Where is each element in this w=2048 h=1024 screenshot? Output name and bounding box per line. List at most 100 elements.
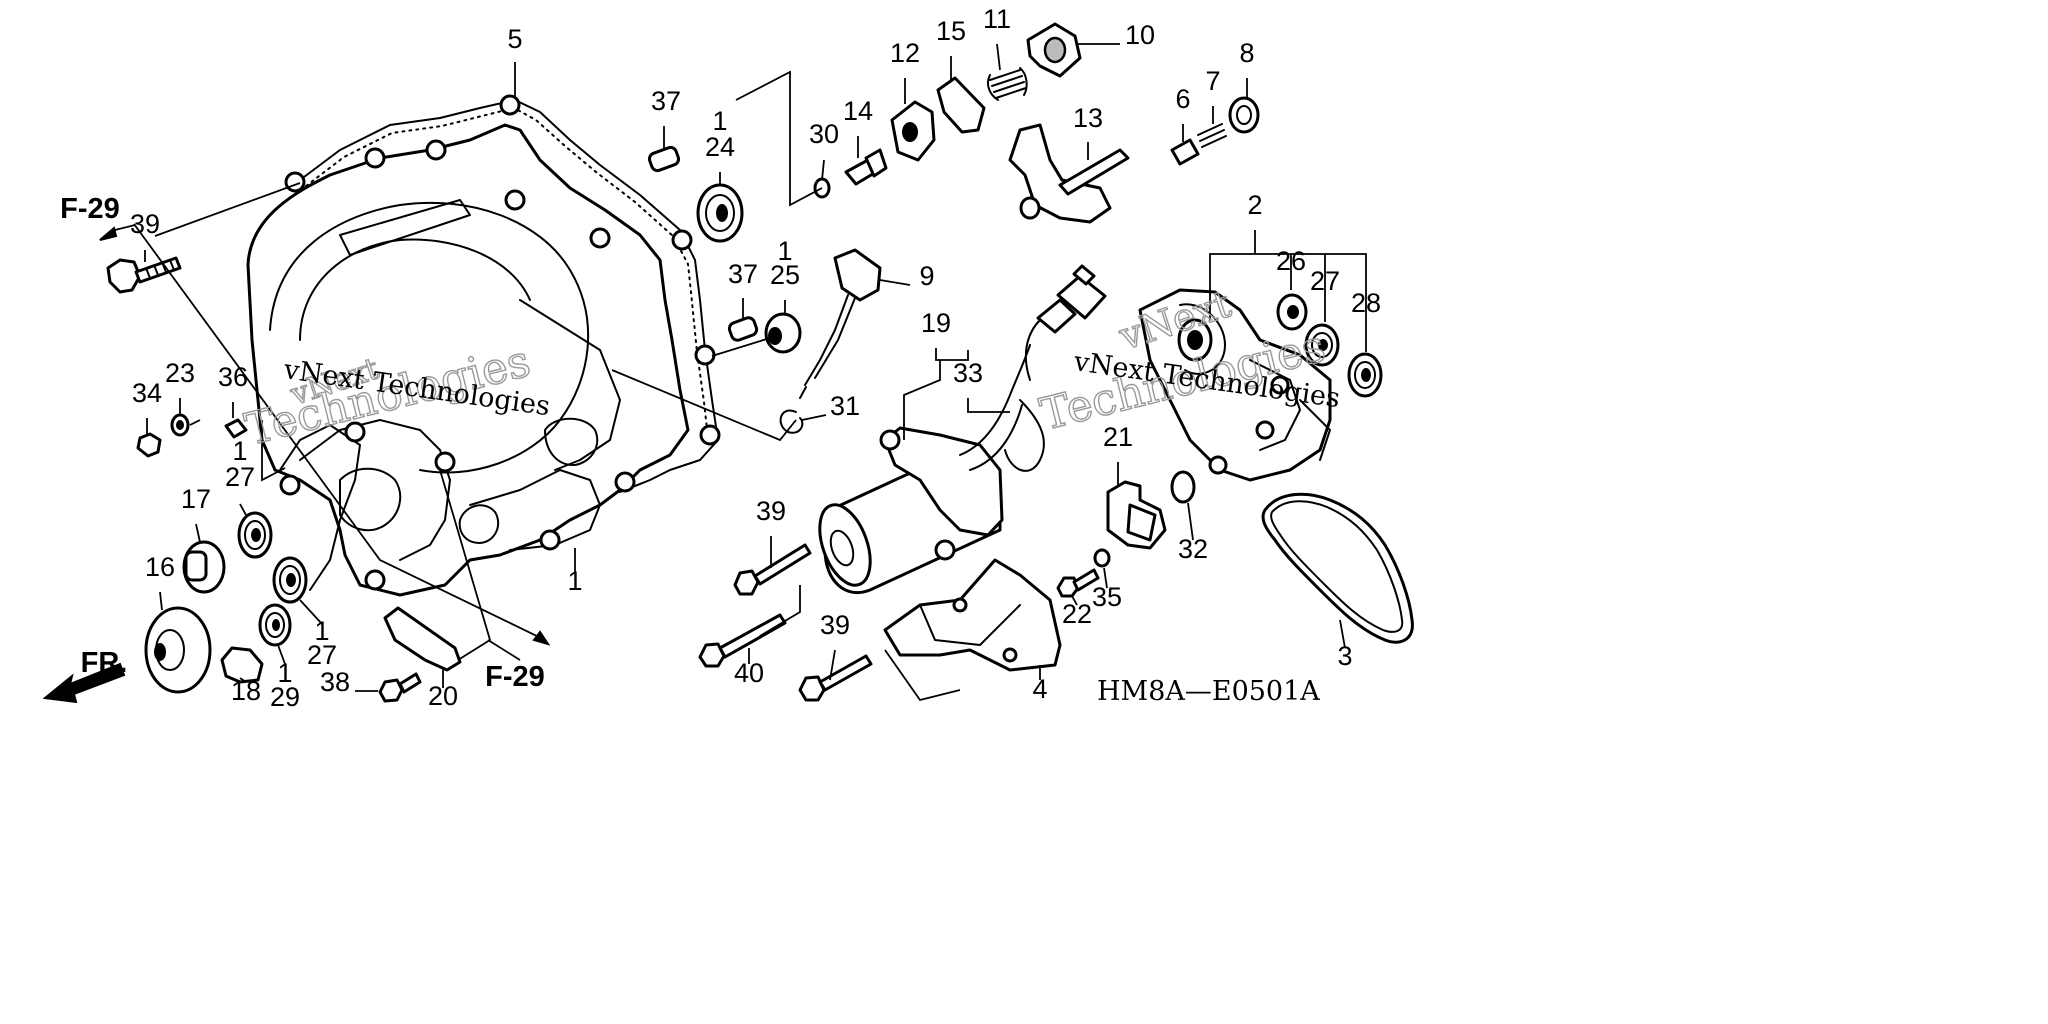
callout-c30: 30 bbox=[809, 119, 839, 149]
callout-c40: 40 bbox=[734, 658, 764, 688]
bearing-26 bbox=[1276, 293, 1308, 331]
dowel-37-mid bbox=[727, 316, 759, 342]
leader-lines bbox=[99, 43, 1367, 702]
bolt-39-lower bbox=[798, 654, 873, 702]
callout-c35: 35 bbox=[1092, 582, 1122, 612]
callout-c24: 24 bbox=[705, 132, 735, 162]
clip-31 bbox=[779, 409, 804, 434]
diagram-code: HM8A—E0501A bbox=[1097, 676, 1320, 707]
callout-c29: 29 bbox=[270, 682, 300, 712]
callout-c22: 22 bbox=[1062, 599, 1092, 629]
bolt-8 bbox=[1228, 96, 1260, 134]
callout-c28: 28 bbox=[1351, 288, 1381, 318]
o-ring-32 bbox=[1170, 470, 1196, 504]
ref-label-f29-top: F-29 bbox=[60, 193, 120, 225]
starter-cable-33 bbox=[1004, 264, 1107, 472]
bolt-39-left bbox=[106, 256, 182, 294]
callout-c2: 2 bbox=[1247, 190, 1262, 220]
spring-7 bbox=[1197, 123, 1227, 148]
callout-c27c: 27 bbox=[307, 640, 337, 670]
callout-c39b: 39 bbox=[756, 496, 786, 526]
callout-c1b: 1 bbox=[712, 106, 727, 136]
case-body-2 bbox=[1138, 288, 1332, 482]
front-direction-arrow: FR. bbox=[42, 647, 128, 704]
callout-c26: 26 bbox=[1276, 246, 1306, 276]
callout-c38: 38 bbox=[320, 667, 350, 697]
bearing-27-a bbox=[237, 511, 273, 559]
bearing-27-b bbox=[272, 556, 308, 604]
callout-c17: 17 bbox=[181, 484, 211, 514]
plug-14 bbox=[844, 148, 888, 186]
callout-c13: 13 bbox=[1073, 103, 1103, 133]
bolt-38 bbox=[378, 672, 422, 703]
spring-11 bbox=[987, 67, 1028, 101]
callout-c10: 10 bbox=[1125, 20, 1155, 50]
bearing-29 bbox=[258, 603, 292, 647]
callout-c39a: 39 bbox=[130, 209, 160, 239]
callout-c1f: 1 bbox=[277, 658, 292, 688]
callout-c20: 20 bbox=[428, 681, 458, 711]
callout-c32: 32 bbox=[1178, 534, 1208, 564]
callout-c16: 16 bbox=[145, 552, 175, 582]
pin-36 bbox=[224, 418, 248, 439]
callout-c31: 31 bbox=[830, 391, 860, 421]
bearing-28 bbox=[1347, 352, 1383, 398]
plate-15 bbox=[936, 76, 986, 134]
plate-18 bbox=[220, 646, 264, 684]
callout-c23: 23 bbox=[165, 358, 195, 388]
starter-cover-4 bbox=[883, 558, 1062, 672]
callout-c7: 7 bbox=[1205, 66, 1220, 96]
bolt-40 bbox=[698, 613, 787, 668]
callout-c37b: 37 bbox=[728, 259, 758, 289]
callout-c34: 34 bbox=[132, 378, 162, 408]
callout-c8: 8 bbox=[1239, 38, 1254, 68]
dipstick-9 bbox=[799, 248, 882, 399]
callout-c19: 19 bbox=[921, 308, 951, 338]
bearing-27-right bbox=[1304, 323, 1340, 367]
callout-c1a: 1 bbox=[567, 566, 582, 596]
callout-c4: 4 bbox=[1032, 674, 1047, 704]
callout-c36: 36 bbox=[218, 362, 248, 392]
callout-c25: 25 bbox=[770, 260, 800, 290]
bearing-25 bbox=[764, 312, 802, 354]
callout-c11: 11 bbox=[983, 4, 1011, 34]
gear-16 bbox=[144, 606, 212, 694]
callout-c12: 12 bbox=[890, 38, 920, 68]
bolt-22 bbox=[1056, 568, 1100, 598]
gear-17 bbox=[182, 540, 226, 594]
callout-c33: 33 bbox=[953, 358, 983, 388]
gasket-3 bbox=[1261, 492, 1414, 644]
direction-label: FR. bbox=[81, 647, 128, 679]
stay-20 bbox=[383, 606, 462, 672]
part-callouts: 1111112345678910111213141516171819202122… bbox=[130, 4, 1381, 712]
callout-c9: 9 bbox=[919, 261, 934, 291]
nut-34 bbox=[136, 432, 162, 458]
holder-12 bbox=[890, 100, 936, 162]
callout-c1d: 1 bbox=[232, 436, 247, 466]
starter-motor-19 bbox=[818, 344, 1031, 595]
callout-c21: 21 bbox=[1103, 422, 1133, 452]
sensor-21 bbox=[1106, 480, 1167, 550]
callout-c6: 6 bbox=[1175, 84, 1190, 114]
callout-c18: 18 bbox=[231, 676, 261, 706]
washer-35 bbox=[1093, 548, 1111, 568]
callout-c1e: 1 bbox=[314, 616, 329, 646]
cam-10 bbox=[1026, 22, 1082, 78]
bearing-24 bbox=[696, 183, 744, 243]
callout-c3: 3 bbox=[1337, 641, 1352, 671]
dowel-37-top bbox=[647, 145, 681, 173]
callout-c14: 14 bbox=[843, 96, 873, 126]
ref-label-f29-bottom: F-29 bbox=[485, 661, 545, 693]
crankcase-cover bbox=[246, 94, 721, 597]
callout-c15: 15 bbox=[936, 16, 966, 46]
callout-c5: 5 bbox=[507, 24, 522, 54]
arm-shaft-13 bbox=[1008, 123, 1130, 224]
callout-c37a: 37 bbox=[651, 86, 681, 116]
bolt-39-motor bbox=[733, 543, 812, 596]
callout-c27a: 27 bbox=[1310, 266, 1340, 296]
callout-c1c: 1 bbox=[777, 236, 792, 266]
plug-6 bbox=[1170, 138, 1200, 166]
callout-c39c: 39 bbox=[820, 610, 850, 640]
callout-c27b: 27 bbox=[225, 462, 255, 492]
